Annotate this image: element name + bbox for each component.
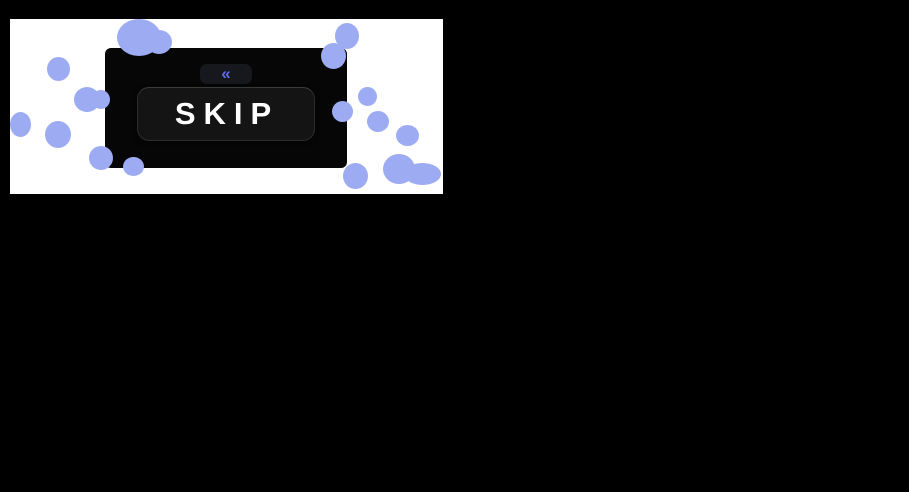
- skip-button[interactable]: SKIP: [137, 87, 315, 141]
- double-chevron-left-icon: «: [221, 63, 231, 83]
- collapse-tab[interactable]: «: [200, 64, 252, 84]
- skip-panel: « SKIP: [105, 48, 347, 168]
- ad-overlay-card: « SKIP: [10, 19, 443, 194]
